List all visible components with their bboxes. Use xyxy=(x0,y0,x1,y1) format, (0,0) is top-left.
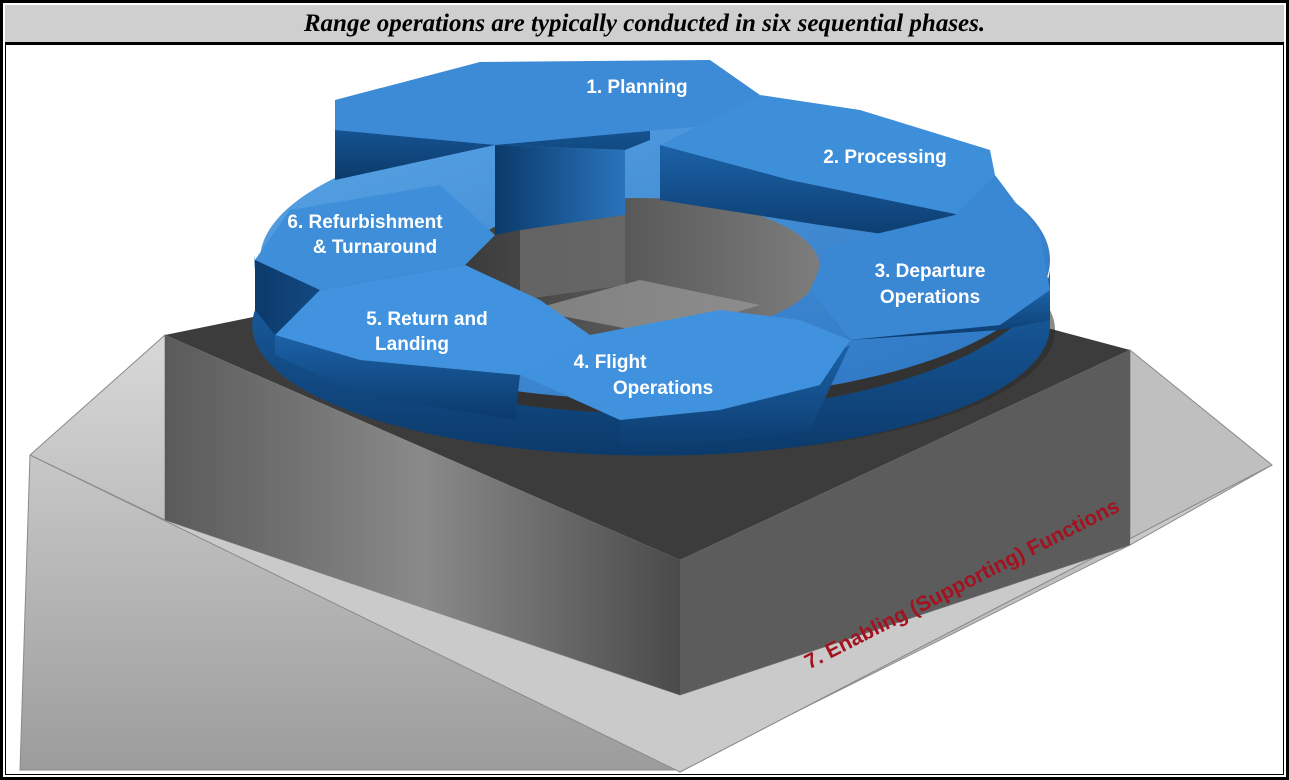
phase-3-label-line2: Operations xyxy=(880,287,980,308)
phase-5-return: 5. Return and Landing xyxy=(275,265,590,420)
phase-2-top xyxy=(660,95,995,215)
phase-2-side xyxy=(660,145,960,245)
phase-6-top xyxy=(255,185,495,290)
phase-1-front xyxy=(495,145,625,235)
figure-caption: Range operations are typically conducted… xyxy=(303,9,986,37)
ring-hole-inner-wall xyxy=(520,215,625,300)
phase-1-planning: 1. Planning xyxy=(335,60,760,235)
phase-4-top xyxy=(520,310,850,420)
phase-1-label: 1. Planning xyxy=(586,77,687,98)
phase-5-top xyxy=(275,265,590,375)
phase-4-flight: 4. Flight Operations xyxy=(520,310,850,455)
phase-2-label: 2. Processing xyxy=(823,147,947,168)
phase-3-departure: 3. Departure Operations xyxy=(810,175,1050,340)
phase-3-top xyxy=(810,175,1050,340)
phase-6-refurbishment: 6. Refurbishment & Turnaround xyxy=(255,185,495,335)
phase-2-processing: 2. Processing xyxy=(660,95,995,245)
base-box-left-face xyxy=(165,335,680,695)
phase-5-label-line2: Landing xyxy=(375,334,449,355)
phase-4-label-line2: Operations xyxy=(613,378,713,399)
phase-3-label-line1: 3. Departure xyxy=(875,261,986,282)
base-box-right-face xyxy=(680,350,1130,695)
phase-4-label-line1: 4. Flight xyxy=(574,352,648,373)
phase-6-label-line1: 6. Refurbishment xyxy=(287,212,443,233)
phase-5-label-line1: 5. Return and xyxy=(366,309,487,330)
phase-1-top xyxy=(335,60,760,145)
caption-bar: Range operations are typically conducted… xyxy=(5,5,1284,45)
phase-6-label-line2: & Turnaround xyxy=(313,237,437,258)
phase-5-side xyxy=(275,335,520,420)
